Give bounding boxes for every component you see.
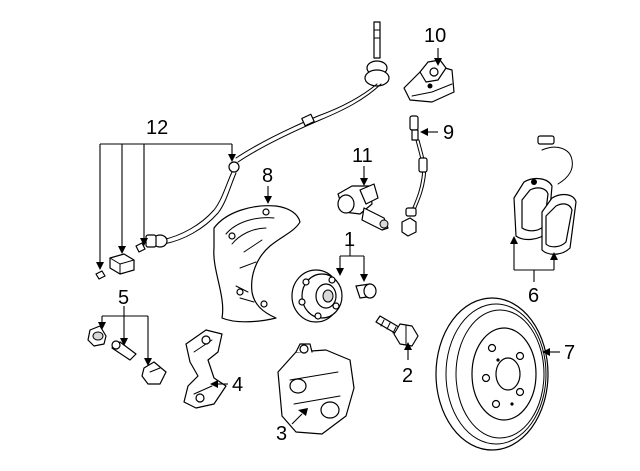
splash-shield <box>213 205 301 323</box>
callout-6: 6 <box>528 285 539 307</box>
callout-3: 3 <box>276 423 287 445</box>
callout-11: 11 <box>352 145 373 167</box>
brake-caliper <box>277 343 355 435</box>
callout-labels: 10 12 9 11 8 1 6 5 7 2 4 3 <box>118 25 575 445</box>
leader-lines <box>96 48 560 425</box>
brake-rotor <box>435 297 549 451</box>
callout-9: 9 <box>443 122 454 144</box>
caliper-bracket <box>183 329 227 409</box>
callout-1: 1 <box>344 229 355 251</box>
caliper-bolt <box>375 315 419 347</box>
brake-pads <box>513 135 577 255</box>
callout-7: 7 <box>564 342 575 364</box>
abs-sensor-cable <box>95 21 390 280</box>
bracket-part-10 <box>403 59 455 103</box>
callout-8: 8 <box>262 165 273 187</box>
callout-10: 10 <box>424 25 446 47</box>
guide-pin-kit <box>87 325 167 385</box>
hub-bolt <box>355 283 377 299</box>
wheel-hub <box>291 269 343 323</box>
callout-2: 2 <box>402 365 413 387</box>
wear-sensor-wire <box>401 115 428 237</box>
callout-5: 5 <box>118 287 129 309</box>
wheel-speed-sensor <box>337 183 389 231</box>
callout-12: 12 <box>146 117 168 139</box>
callout-4: 4 <box>232 374 243 396</box>
